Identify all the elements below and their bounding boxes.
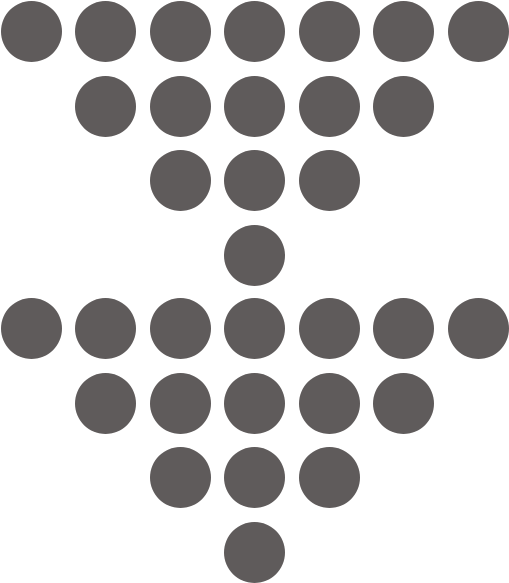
dot: [298, 75, 360, 137]
dot: [149, 298, 211, 359]
dot: [75, 75, 136, 137]
dot: [224, 447, 285, 508]
dot: [373, 298, 434, 359]
dot: [0, 1, 62, 62]
dot: [224, 372, 285, 434]
dot: [224, 150, 285, 211]
dot: [75, 1, 136, 62]
dot: [447, 1, 509, 62]
dot: [149, 150, 211, 211]
dot: [298, 298, 360, 359]
dot: [224, 75, 285, 137]
dot: [224, 521, 285, 583]
dot: [75, 298, 136, 359]
dot: [224, 224, 285, 286]
dot: [224, 1, 285, 62]
dot: [0, 298, 62, 359]
dot: [298, 447, 360, 508]
dot: [373, 372, 434, 434]
dot: [224, 298, 285, 359]
dot: [447, 298, 509, 359]
dot: [149, 447, 211, 508]
dot: [149, 75, 211, 137]
dot: [75, 372, 136, 434]
dot: [298, 1, 360, 62]
dot: [298, 150, 360, 211]
dot: [373, 75, 434, 137]
dot: [149, 372, 211, 434]
dot: [149, 1, 211, 62]
dot: [373, 1, 434, 62]
dot: [298, 372, 360, 434]
